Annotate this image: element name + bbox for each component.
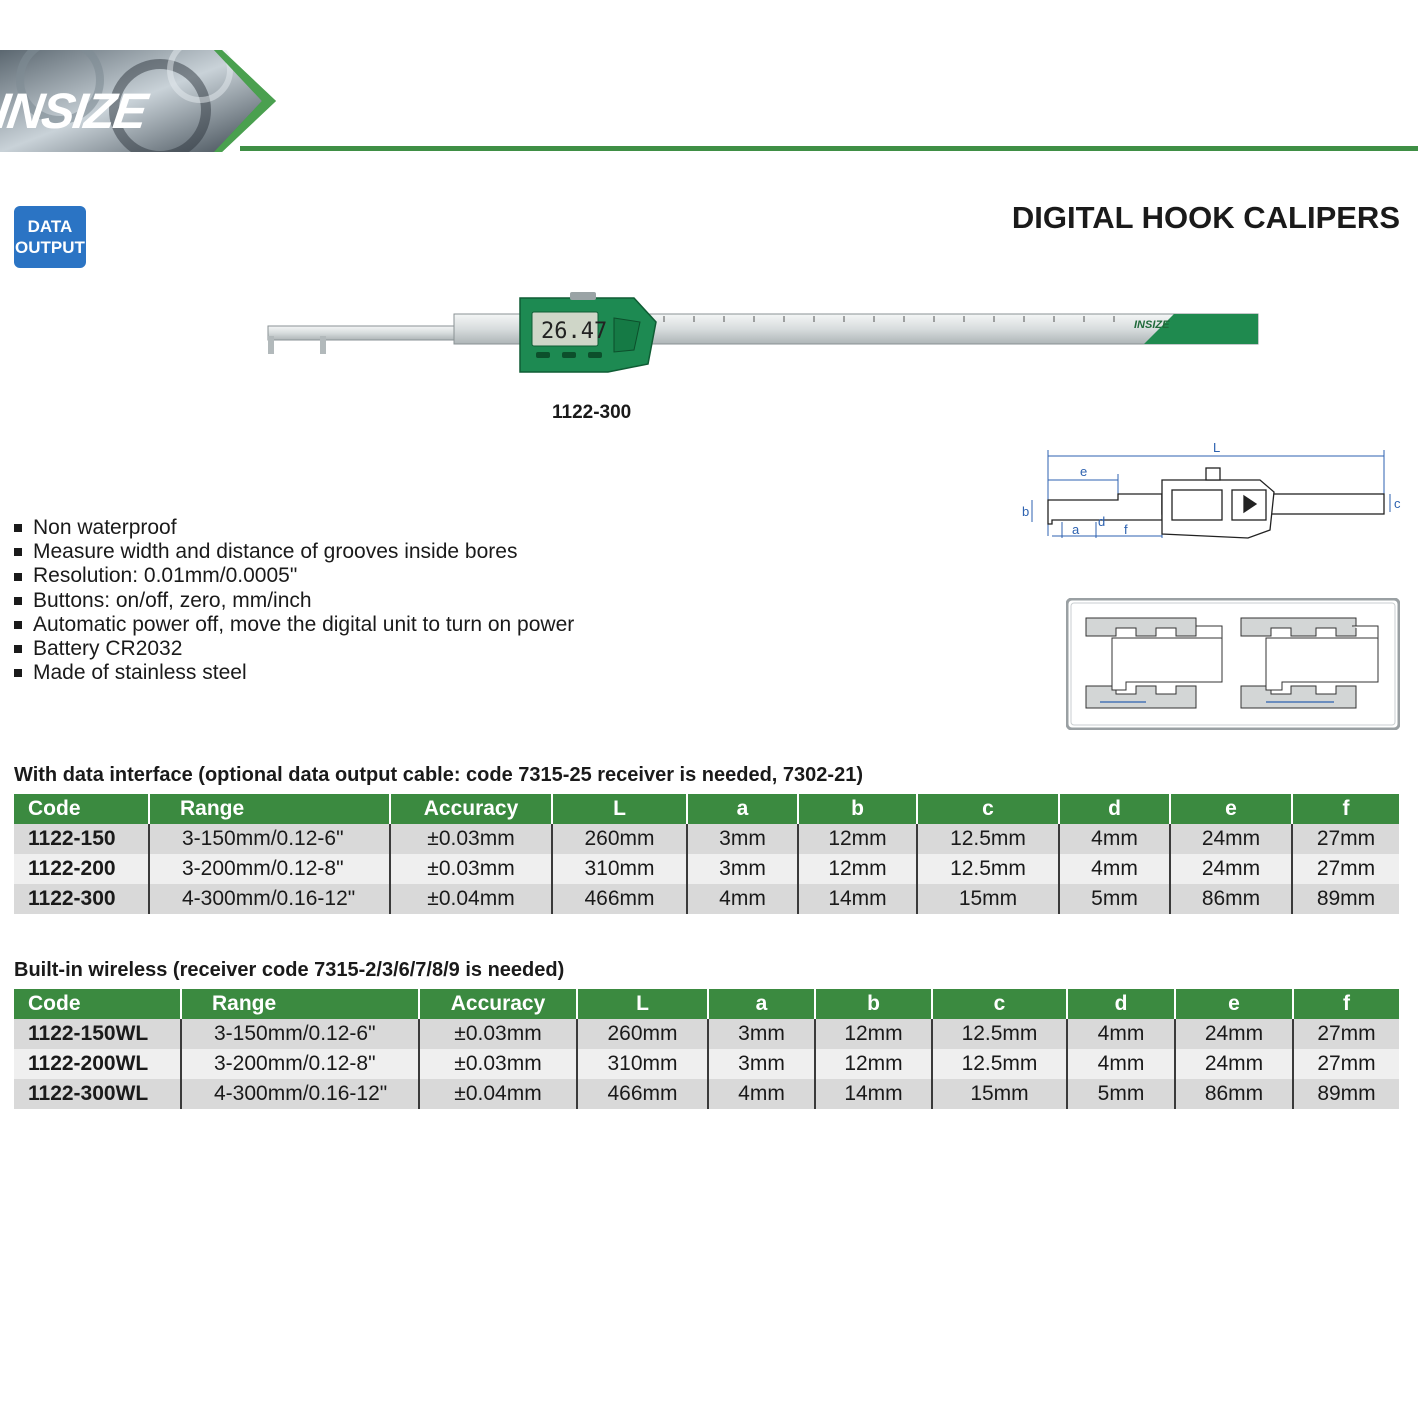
column-header: L: [551, 794, 687, 824]
column-header: Range: [148, 794, 390, 824]
bullet-icon: [14, 596, 22, 605]
column-header: a: [707, 989, 815, 1019]
bullet-icon: [14, 572, 22, 581]
svg-text:26.47: 26.47: [541, 319, 607, 344]
feature-item: Measure width and distance of grooves in…: [14, 540, 574, 564]
table-row: 1122-150 3-150mm/0.12-6" ±0.03mm 260mm 3…: [14, 824, 1399, 854]
svg-text:L: L: [1213, 440, 1220, 455]
svg-text:c: c: [1394, 496, 1401, 511]
svg-text:b: b: [1022, 504, 1029, 519]
column-header: b: [797, 794, 917, 824]
column-header: Code: [14, 989, 181, 1019]
groove-measurement-diagram: [1066, 598, 1400, 730]
header-banner: [0, 50, 276, 152]
table-caption: With data interface (optional data outpu…: [14, 764, 863, 786]
dimension-diagram: L e b a d f c: [1022, 440, 1401, 539]
column-header: f: [1292, 989, 1399, 1019]
feature-item: Buttons: on/off, zero, mm/inch: [14, 589, 574, 613]
table-row: 1122-300WL 4-300mm/0.16-12" ±0.04mm 466m…: [14, 1079, 1399, 1109]
caliper-product-image: INSIZE 26.47: [267, 292, 1259, 373]
column-header: e: [1174, 989, 1293, 1019]
column-header: d: [1058, 794, 1170, 824]
column-header: a: [686, 794, 798, 824]
table-row: 1122-300 4-300mm/0.16-12" ±0.04mm 466mm …: [14, 884, 1399, 914]
column-header: b: [814, 989, 932, 1019]
svg-text:INSIZE: INSIZE: [1134, 319, 1170, 331]
column-header: d: [1066, 989, 1175, 1019]
badge-line-2: OUTPUT: [15, 238, 85, 257]
spec-table-data-interface: Code Range Accuracy L a b c d e f 1122-1…: [14, 794, 1399, 914]
svg-text:e: e: [1080, 464, 1087, 479]
bullet-icon: [14, 524, 22, 533]
column-header: Code: [14, 794, 149, 824]
table-caption: Built-in wireless (receiver code 7315-2/…: [14, 959, 565, 981]
column-header: Accuracy: [389, 794, 552, 824]
column-header: Range: [180, 989, 419, 1019]
header-rule: [240, 146, 1418, 151]
feature-list: Non waterproof Measure width and distanc…: [14, 516, 574, 685]
table-row: 1122-200WL 3-200mm/0.12-8" ±0.03mm 310mm…: [14, 1049, 1399, 1079]
feature-item: Resolution: 0.01mm/0.0005": [14, 564, 574, 588]
brand-logo: INSIZE: [0, 83, 150, 139]
table-header-row: Code Range Accuracy L a b c d e f: [14, 794, 1399, 824]
column-header: L: [576, 989, 708, 1019]
feature-item: Automatic power off, move the digital un…: [14, 613, 574, 637]
column-header: Accuracy: [418, 989, 577, 1019]
column-header: e: [1169, 794, 1292, 824]
bullet-icon: [14, 620, 22, 629]
page-title: DIGITAL HOOK CALIPERS: [1011, 200, 1400, 235]
badge-line-1: DATA: [27, 217, 73, 236]
table-row: 1122-200 3-200mm/0.12-8" ±0.03mm 310mm 3…: [14, 854, 1399, 884]
spec-table-wireless: Code Range Accuracy L a b c d e f 1122-1…: [14, 989, 1399, 1109]
bullet-icon: [14, 548, 22, 557]
product-code-label: 1122-300: [552, 402, 632, 423]
bullet-icon: [14, 669, 22, 678]
svg-text:f: f: [1124, 522, 1128, 537]
feature-item: Non waterproof: [14, 516, 574, 540]
column-header: c: [916, 794, 1059, 824]
feature-item: Made of stainless steel: [14, 661, 574, 685]
table-header-row: Code Range Accuracy L a b c d e f: [14, 989, 1399, 1019]
svg-text:d: d: [1098, 514, 1105, 529]
bullet-icon: [14, 645, 22, 654]
feature-item: Battery CR2032: [14, 637, 574, 661]
column-header: c: [931, 989, 1067, 1019]
column-header: f: [1291, 794, 1399, 824]
svg-text:a: a: [1072, 522, 1080, 537]
table-row: 1122-150WL 3-150mm/0.12-6" ±0.03mm 260mm…: [14, 1019, 1399, 1049]
data-output-badge: DATA OUTPUT: [14, 206, 86, 268]
